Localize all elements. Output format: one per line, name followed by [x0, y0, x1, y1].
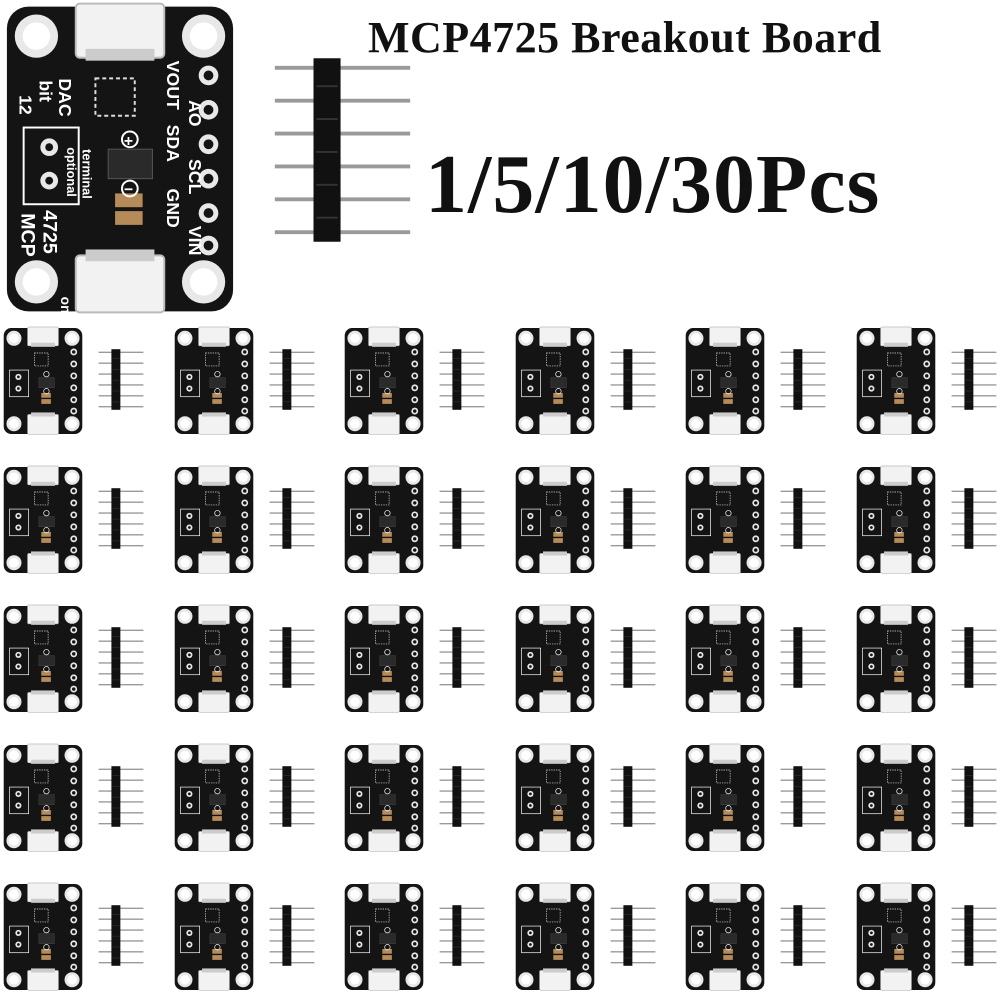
product-title: MCP4725 Breakout Board	[368, 13, 882, 62]
board-label-minus: −	[124, 181, 133, 198]
thumbnail-pin-header	[779, 903, 827, 968]
main-board-image: 12 bit DAC MCP 4725 optional terminal VO…	[2, 0, 238, 314]
thumbnail-board	[2, 881, 84, 993]
thumbnail-pin-header	[438, 486, 486, 551]
thumbnail-pin-header	[438, 625, 486, 690]
board-label-on: on	[58, 297, 73, 314]
thumbnail-pin-header	[609, 903, 657, 968]
board-label-mcp: MCP	[17, 213, 39, 257]
thumbnail-board	[173, 603, 255, 715]
board-label-gnd: GND	[163, 189, 183, 229]
board-label-ao: AO	[185, 100, 205, 127]
thumbnail-pin-header	[950, 903, 998, 968]
thumbnail-board	[855, 603, 937, 715]
thumbnail-pin-header	[438, 347, 486, 412]
board-label-bit: bit	[35, 80, 55, 102]
thumbnail-pin-header	[268, 903, 316, 968]
board-label-plus: +	[124, 133, 133, 150]
thumbnail-board	[684, 881, 766, 993]
board-label-4725: 4725	[38, 210, 60, 254]
board-label-terminal: terminal	[80, 149, 95, 199]
board-label-scl: SCL	[185, 159, 205, 195]
thumbnail-board	[343, 603, 425, 715]
thumbnail-pin-header	[438, 903, 486, 968]
thumbnail-board	[343, 881, 425, 993]
thumbnail-board	[173, 464, 255, 576]
board-label-12: 12	[16, 95, 36, 115]
board-label-dac: DAC	[55, 78, 75, 117]
thumbnail-pin-header	[268, 625, 316, 690]
thumbnail-board	[514, 464, 596, 576]
thumbnail-board	[855, 742, 937, 854]
thumbnail-board	[343, 742, 425, 854]
board-label-optional: optional	[64, 147, 79, 197]
thumbnail-board	[173, 325, 255, 437]
thumbnail-board	[2, 603, 84, 715]
thumbnail-pin-header	[950, 486, 998, 551]
thumbnail-board	[343, 325, 425, 437]
thumbnail-pin-header	[97, 486, 145, 551]
thumbnail-board	[684, 742, 766, 854]
thumbnail-pin-header	[97, 625, 145, 690]
thumbnail-pin-header	[609, 625, 657, 690]
thumbnail-pin-header	[268, 486, 316, 551]
thumbnail-pin-header	[97, 764, 145, 829]
thumbnail-board	[514, 603, 596, 715]
thumbnail-pin-header	[609, 486, 657, 551]
thumbnail-board	[2, 464, 84, 576]
thumbnail-board	[855, 325, 937, 437]
thumbnail-board	[855, 464, 937, 576]
thumbnail-board	[514, 325, 596, 437]
thumbnail-board	[2, 325, 84, 437]
thumbnail-pin-header	[779, 347, 827, 412]
thumbnail-board	[173, 742, 255, 854]
thumbnail-board	[2, 742, 84, 854]
thumbnail-pin-header	[950, 764, 998, 829]
thumbnail-pin-header	[950, 625, 998, 690]
thumbnail-pin-header	[609, 347, 657, 412]
quantity-options: 1/5/10/30Pcs	[425, 138, 881, 231]
main-pin-header-image	[270, 55, 415, 245]
thumbnail-board	[684, 603, 766, 715]
thumbnail-board	[343, 464, 425, 576]
thumbnail-pin-header	[97, 903, 145, 968]
thumbnail-pin-header	[950, 347, 998, 412]
thumbnail-board	[173, 881, 255, 993]
thumbnail-pin-header	[779, 764, 827, 829]
board-label-vout: VOUT	[163, 61, 183, 110]
thumbnail-board	[514, 742, 596, 854]
thumbnail-board	[684, 325, 766, 437]
board-label-sda: SDA	[163, 125, 183, 163]
thumbnail-board	[855, 881, 937, 993]
thumbnail-board	[684, 464, 766, 576]
thumbnail-pin-header	[779, 625, 827, 690]
thumbnail-pin-header	[268, 764, 316, 829]
thumbnail-pin-header	[779, 486, 827, 551]
thumbnail-pin-header	[438, 764, 486, 829]
thumbnail-pin-header	[268, 347, 316, 412]
thumbnail-board	[514, 881, 596, 993]
board-label-vin: VIN	[185, 226, 205, 256]
thumbnail-pin-header	[97, 347, 145, 412]
thumbnail-pin-header	[609, 764, 657, 829]
